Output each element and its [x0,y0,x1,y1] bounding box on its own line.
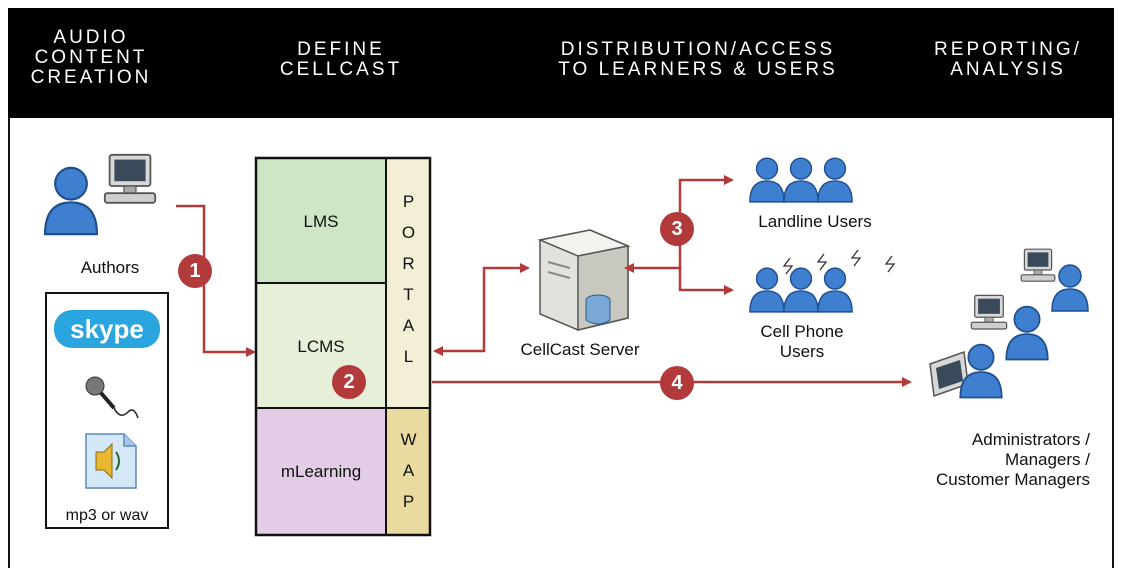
skype-logo-text: skype [70,314,144,344]
landline-users-icon [749,157,853,203]
administrators-icon [929,248,1089,399]
header-define-cellcast: DEFINE CELLCAST [279,39,403,80]
skype-logo [54,310,160,348]
stack-outline [254,156,432,537]
header-audio-content-creation: AUDIO CONTENT CREATION [30,27,152,88]
lms-box [255,157,387,284]
mlearning-label: mLearning [280,462,362,481]
arrow-server-to-cell-users [678,268,734,295]
mlearning-box [255,407,387,536]
media-caption: mp3 or wav [65,507,149,524]
portal-label: PORTAL [399,192,418,378]
step-badge-3: 3 [660,212,694,246]
administrators-label: Administrators / Managers / Customer Man… [935,430,1090,489]
cell-phone-users-icon [749,249,896,313]
cellcast-server-label: CellCast Server [520,340,640,359]
step-badge-4: 4 [660,366,694,400]
cell-phone-users-label: Cell Phone Users [760,322,844,361]
arrow-portal-server [433,263,530,356]
lcms-label: LCMS [297,337,345,356]
authors-label: Authors [80,258,140,277]
landline-users-label: Landline Users [758,212,872,231]
step-badge-1: 1 [178,254,212,288]
header-bar: AUDIO CONTENT CREATION DEFINE CELLCAST D… [8,8,1114,118]
cellcast-server-icon [537,229,631,331]
authors-computer-icon [103,153,157,204]
audio-file-icon [85,433,137,489]
step-badge-2: 2 [332,365,366,399]
microphone-icon [85,376,139,419]
header-reporting-analysis: REPORTING/ ANALYSIS [934,39,1082,80]
header-distribution-access: DISTRIBUTION/ACCESS TO LEARNERS & USERS [558,39,838,80]
wap-box [385,407,431,536]
authors-person-icon [43,166,99,236]
lms-label: LMS [303,212,339,231]
wap-label: WAP [399,430,418,523]
